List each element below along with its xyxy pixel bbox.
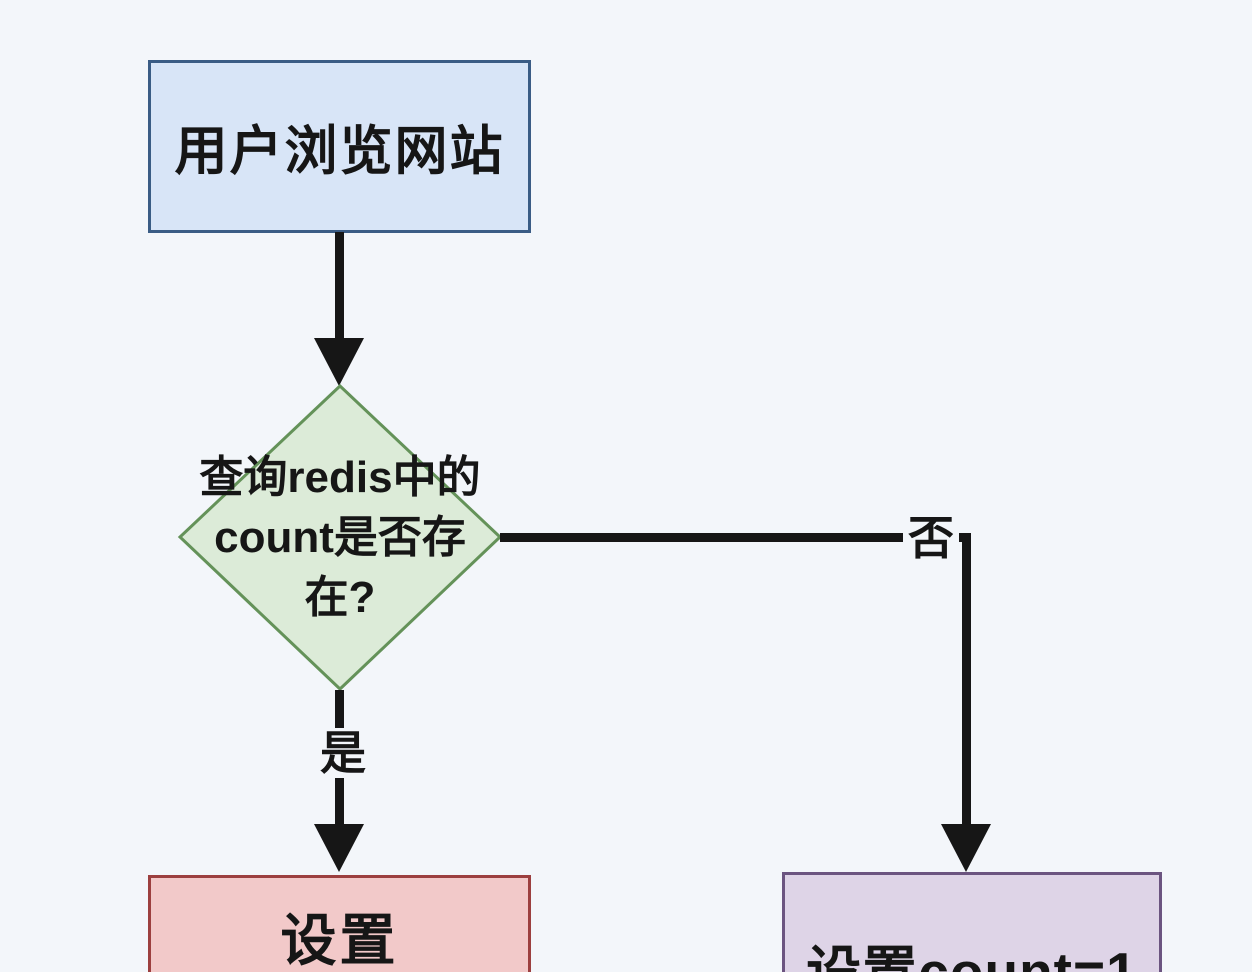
node-yes-result-label: 设置 xyxy=(280,909,399,972)
node-decision-label: 查询redis中的 count是否存 在? xyxy=(175,448,505,628)
edge-decision-no-arrowhead-icon xyxy=(941,824,991,872)
decision-label-line2: count是否存 xyxy=(214,513,466,562)
node-no-result-label: 设置count=1 xyxy=(806,941,1138,972)
edge-decision-yes-label: 是 xyxy=(315,728,371,778)
decision-diamond-shape xyxy=(177,383,503,692)
edge-start-decision-line xyxy=(335,232,344,340)
node-yes-result: 设置 xyxy=(148,875,531,972)
node-start: 用户浏览网站 xyxy=(148,60,531,233)
edge-decision-no-line-vertical xyxy=(962,533,971,828)
node-start-label: 用户浏览网站 xyxy=(174,121,505,181)
decision-label-line1: 查询redis中的 xyxy=(199,453,481,502)
node-no-result: 设置count=1 xyxy=(782,872,1162,972)
edge-start-decision-arrowhead-icon xyxy=(314,338,364,386)
edge-decision-yes-arrowhead-icon xyxy=(314,824,364,872)
decision-label-line3: 在? xyxy=(304,573,376,622)
edge-decision-no-line-horizontal xyxy=(500,533,971,542)
edge-decision-no-label: 否 xyxy=(903,513,959,563)
node-decision xyxy=(177,383,503,692)
